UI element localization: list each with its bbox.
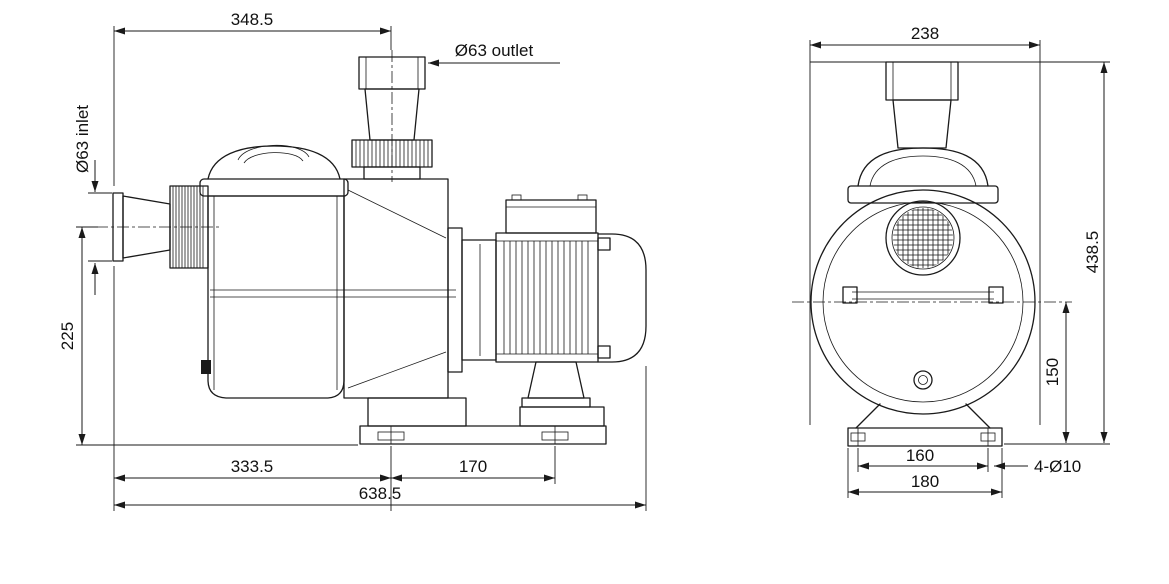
front-outlet-flange: [885, 61, 959, 101]
motor-foot-pad: [521, 397, 591, 408]
dim-overall-length: 638.5: [359, 484, 402, 503]
front-outlet-port: [885, 61, 959, 149]
ext-bottom: [113, 266, 647, 511]
outlet-nut-knurling: [355, 140, 429, 167]
front-dimensions: 238 438.5 150 160 180 4-Ø10: [809, 24, 1110, 498]
side-base: [359, 397, 607, 445]
lid-dome: [207, 145, 341, 180]
front-clamp-band-lines: [852, 291, 994, 300]
motor-end-cap: [597, 233, 647, 363]
tie-rod-nut-top: [597, 237, 611, 251]
ext-inlet-dia: [88, 192, 112, 262]
lid-handle: [237, 144, 310, 161]
base-rear-pedestal: [519, 406, 605, 427]
front-lid-dome: [857, 147, 989, 187]
motor-cooling-fins: [503, 241, 589, 354]
ext-225: [76, 226, 358, 446]
dim-foot-spacing: 170: [459, 457, 487, 476]
volute-cone-lines: [347, 189, 447, 389]
outlet-flange-lines: [365, 57, 419, 89]
motor-bands: [496, 240, 598, 355]
drain-plug-front: [913, 370, 933, 390]
dim-inlet-height: 225: [58, 322, 77, 350]
dim-top-width: 348.5: [231, 10, 274, 29]
terminal-box: [505, 199, 597, 234]
pot-inner-lines: [213, 196, 338, 390]
tie-rod-nut-bottom: [597, 345, 611, 359]
dim-front-width: 238: [911, 24, 939, 43]
clamp-knob-left: [842, 286, 858, 304]
front-outlet-flange-lines: [892, 62, 952, 100]
mounting-flange: [447, 227, 463, 373]
dim-front-foot: 333.5: [231, 457, 274, 476]
label-inlet: Ø63 inlet: [73, 105, 92, 173]
clamp-knob-right: [988, 286, 1004, 304]
label-outlet: Ø63 outlet: [455, 41, 534, 60]
side-strainer-lid: [199, 144, 349, 197]
front-base: [847, 403, 1003, 447]
dim-base-width: 180: [911, 472, 939, 491]
lid-handle-inner: [243, 152, 304, 164]
base-plate: [359, 425, 607, 445]
front-pedestal-sides: [855, 403, 991, 429]
front-slot-left: [850, 432, 866, 442]
strainer-mesh: [893, 208, 953, 268]
base-front-pedestal: [367, 397, 467, 427]
terminal-box-screw-left: [511, 194, 522, 201]
strainer-window-inner: [891, 206, 955, 270]
front-slot-right: [980, 432, 996, 442]
lid-clamp-ring: [199, 178, 349, 197]
motor-body: [495, 232, 599, 363]
terminal-box-screw-right: [577, 194, 588, 201]
front-view: 238 438.5 150 160 180 4-Ø10: [792, 24, 1110, 498]
base-slot-rear: [541, 431, 569, 441]
front-lid-dome-inner: [869, 155, 977, 187]
drain-plug-front-inner: [918, 375, 928, 385]
strainer-window-outer: [885, 200, 961, 276]
drain-plug-side: [201, 360, 211, 374]
front-extension-box: [809, 61, 1110, 425]
front-bolt-centers: [857, 428, 989, 446]
front-lid-clamp-ring: [847, 185, 999, 204]
side-motor: [461, 194, 647, 408]
side-outlet-port: [351, 50, 433, 182]
side-volute: [343, 178, 463, 399]
side-view: 348.5 Ø63 outlet Ø63 inlet 225 333.5 170…: [58, 10, 647, 511]
clamp-band-lines: [210, 289, 456, 298]
front-strainer-lid: [847, 147, 999, 204]
dim-center-height: 150: [1043, 358, 1062, 386]
base-slot-front: [377, 431, 405, 441]
motor-foot: [527, 361, 585, 399]
side-dimensions: 348.5 Ø63 outlet Ø63 inlet 225 333.5 170…: [58, 10, 647, 511]
volute-body: [343, 178, 449, 399]
dim-overall-height: 438.5: [1083, 231, 1102, 274]
front-outlet-taper: [892, 99, 952, 149]
motor-adapter: [461, 239, 497, 361]
base-bolt-centers: [390, 426, 556, 444]
ext-238: [809, 40, 1041, 62]
label-mounting-holes: 4-Ø10: [1034, 457, 1081, 476]
front-base-plate: [847, 427, 1003, 447]
dim-bolt-spacing: 160: [906, 446, 934, 465]
